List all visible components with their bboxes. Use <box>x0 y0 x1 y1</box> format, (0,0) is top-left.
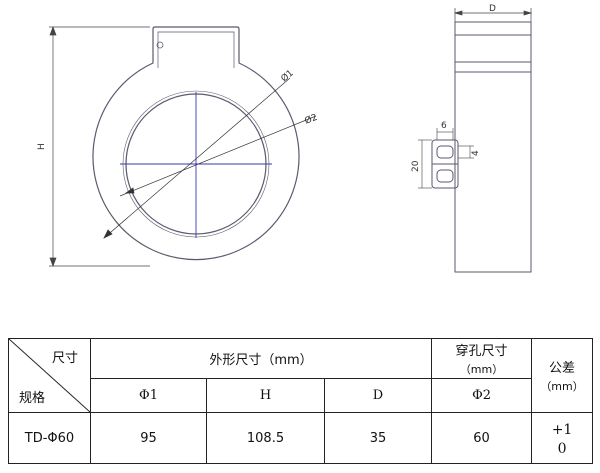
h-dimension <box>49 26 150 267</box>
cell-h: 108.5 <box>206 412 325 464</box>
phi2-leader <box>119 115 317 197</box>
col-phi1: Φ1 <box>90 378 207 413</box>
side-view <box>454 21 532 273</box>
cell-model: TD-Φ60 <box>8 412 91 464</box>
corner-header: 尺寸 规格 <box>8 338 91 413</box>
cell-tolerance: +1 0 <box>531 412 594 464</box>
col-phi2: Φ2 <box>431 378 533 413</box>
label-dim20: 20 <box>411 160 421 172</box>
hole-size-header: 穿孔尺寸 （mm） <box>431 338 533 379</box>
ring-outer-inner-edge <box>157 31 235 68</box>
tolerance-header: 公差 （mm） <box>531 338 594 413</box>
tab-hole <box>156 41 164 49</box>
slot-detail <box>431 139 459 189</box>
corner-bottom-label: 规格 <box>19 391 46 406</box>
technical-drawing: H Ø1 Ø2 D <box>37 4 533 273</box>
ring-outer-outline <box>92 26 300 261</box>
cell-phi1: 95 <box>90 412 207 464</box>
d-dimension <box>453 8 533 22</box>
col-h: H <box>206 378 325 413</box>
label-phi1: Ø1 <box>279 68 296 85</box>
spec-table: 尺寸 规格 外形尺寸（mm） 穿孔尺寸 （mm） 公差 （mm） Φ1 H D … <box>8 338 594 464</box>
label-h: H <box>37 143 47 150</box>
phi1-leader <box>103 77 291 239</box>
label-dim6: 6 <box>441 121 447 131</box>
corner-diagonal <box>9 339 90 412</box>
col-d: D <box>323 378 433 413</box>
hole-size-label: 穿孔尺寸 <box>455 344 508 359</box>
cell-phi2: 60 <box>431 412 533 464</box>
corner-top-label: 尺寸 <box>51 351 78 366</box>
tolerance-plus: +1 <box>551 422 573 438</box>
label-phi2: Ø2 <box>303 112 319 127</box>
cell-d: 35 <box>323 412 433 464</box>
slot-dimensions <box>418 128 474 189</box>
tolerance-zero: 0 <box>557 441 567 457</box>
hole-size-unit: （mm） <box>459 363 504 376</box>
tolerance-unit: （mm） <box>540 380 584 393</box>
table-row: TD-Φ60 95 108.5 35 60 +1 0 <box>8 412 594 464</box>
tolerance-label: 公差 <box>549 361 576 376</box>
label-dim4: 4 <box>471 150 481 156</box>
outer-size-header: 外形尺寸（mm） <box>89 338 433 379</box>
label-d: D <box>489 4 496 14</box>
